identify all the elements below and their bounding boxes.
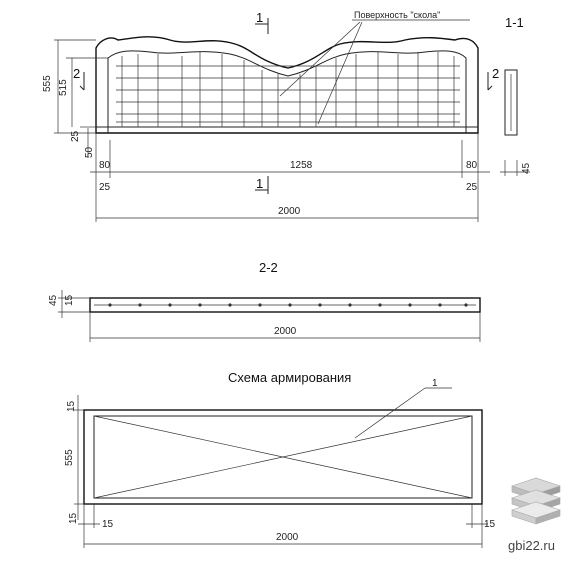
cut-mark-right-head xyxy=(487,85,493,91)
dim-right-15: 15 xyxy=(484,519,496,530)
dim-total-2000-mid: 2000 xyxy=(274,326,297,337)
dim-top-15: 15 xyxy=(66,400,77,412)
reinforcement-diag-2 xyxy=(93,415,473,499)
slab-section xyxy=(89,297,481,313)
dim-45: 45 xyxy=(48,294,59,306)
view-2-2: 2-2 45 15 2000 xyxy=(48,260,481,342)
reinforcement-grid xyxy=(116,52,460,127)
cut-mark-left-label: 2 xyxy=(73,66,80,81)
dim-right-80: 80 xyxy=(466,160,478,171)
stacked-slabs-logo-icon xyxy=(511,477,561,525)
view-1-1: 1-1 Поверхность "скола" 1 1 2 2 45 xyxy=(42,10,532,222)
cut-mark-right-label: 2 xyxy=(492,66,499,81)
cut-mark-top-label: 1 xyxy=(256,10,263,25)
dim-side-45: 45 xyxy=(521,162,532,174)
section-label-1-1: 1-1 xyxy=(505,15,524,30)
view-reinforcement: Схема армирования 1 15 555 15 15 15 2000 xyxy=(64,370,496,548)
dim-50: 50 xyxy=(84,146,95,158)
dim-total-2000-bottom: 2000 xyxy=(276,532,299,543)
cut-mark-left-head xyxy=(79,85,85,91)
panel-inner-top xyxy=(107,50,467,133)
reinforcement-inner xyxy=(93,415,473,499)
dim-left-15: 15 xyxy=(102,519,114,530)
watermark: gbi22.ru xyxy=(508,477,561,553)
reinforcement-title: Схема армирования xyxy=(228,370,351,385)
dim-25: 25 xyxy=(70,130,81,142)
panel-outline xyxy=(95,36,479,134)
callout-1-leader xyxy=(354,387,426,439)
callout-leader-2 xyxy=(317,21,363,125)
cut-mark-bottom-label: 1 xyxy=(256,176,263,191)
dim-height-515: 515 xyxy=(58,79,69,96)
callout-surface-label: Поверхность "скола" xyxy=(354,10,440,20)
reinforcement-callout-1: 1 xyxy=(432,378,438,389)
dim-15: 15 xyxy=(64,294,75,306)
dim-height-555-rf: 555 xyxy=(64,449,75,466)
callout-leader-1 xyxy=(279,21,361,97)
dim-total-2000-top: 2000 xyxy=(278,206,301,217)
slab-rebar-dots xyxy=(108,303,468,307)
side-profile xyxy=(504,69,518,136)
dim-height-555: 555 xyxy=(42,75,53,92)
section-label-2-2: 2-2 xyxy=(259,260,278,275)
dim-right-25: 25 xyxy=(466,182,478,193)
dim-left-25: 25 xyxy=(99,182,111,193)
dim-center-1258: 1258 xyxy=(290,160,313,171)
reinforcement-outer xyxy=(83,409,483,505)
dim-left-80: 80 xyxy=(99,160,111,171)
watermark-text: gbi22.ru xyxy=(508,538,555,553)
dim-bottom-15: 15 xyxy=(68,512,79,524)
